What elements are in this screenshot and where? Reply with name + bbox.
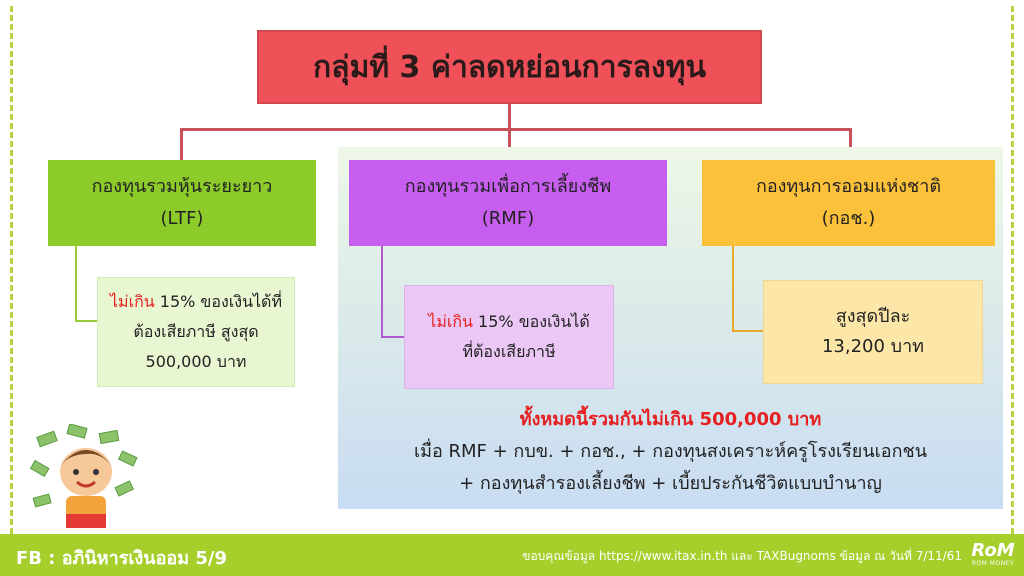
shared-limit-note: ทั้งหมดนี้รวมกันไม่เกิน 500,000 บาท เมื่… [338,404,1003,506]
ltf-limit-rest: 15% ของเงินได้ที่ [154,292,282,311]
rmf-detail-connector-h [381,336,404,338]
connector-ltf [180,128,183,160]
rmf-header: กองทุนรวมเพื่อการเลี้ยงชีพ (RMF) [349,160,667,246]
footer-page-label: FB : อภินิหารเงินออม 5/9 [16,548,227,569]
mascot-hair [60,450,112,466]
rmf-detail-line1: ไม่เกิน 15% ของเงินได้ [428,307,589,337]
flying-banknotes-icon [30,424,138,508]
rmf-detail-connector-v [381,246,383,338]
diagram-title: กลุ่มที่ 3 ค่าลดหย่อนการลงทุน [257,30,762,104]
gor-detail: สูงสุดปีละ 13,200 บาท [763,280,983,384]
rmf-limit-rest: 15% ของเงินได้ [472,312,590,331]
rmf-header-name: กองทุนรวมเพื่อการเลี้ยงชีพ [404,176,612,197]
gor-header-name: กองทุนการออมแห่งชาติ [755,176,942,197]
ltf-detail-connector-v [75,246,77,322]
ltf-header: กองทุนรวมหุ้นระยะยาว (LTF) [48,160,316,246]
brand-logo: RoM ROM MONEY [970,538,1016,572]
mascot-face [60,448,112,496]
connector-rmf [508,128,511,160]
connector-trunk [508,104,511,130]
footer-credit: ขอบคุณข้อมูล https://www.itax.in.th และ … [522,549,962,563]
rmf-header-abbr: (RMF) [481,208,535,229]
brand-logo-mark: RoM [971,540,1015,561]
rmf-detail-line2: ที่ต้องเสียภาษี [462,342,556,361]
ltf-header-abbr: (LTF) [160,208,204,229]
footer-bar: FB : อภินิหารเงินออม 5/9 ขอบคุณข้อมูล ht… [0,534,1024,576]
rmf-detail: ไม่เกิน 15% ของเงินได้ ที่ต้องเสียภาษี [404,285,614,389]
ltf-detail-connector-h [75,320,97,322]
rmf-limit-word: ไม่เกิน [428,312,473,331]
gor-header-abbr: (กอช.) [821,208,876,229]
shared-limit-line3: + กองทุนสำรองเลี้ยงชีพ + เบี้ยประกันชีวิ… [459,473,882,494]
gor-detail-line1: สูงสุดปีละ [835,306,911,327]
ltf-detail-line3: 500,000 บาท [145,352,247,371]
shared-limit-line2: เมื่อ RMF + กบข. + กอช., + กองทุนสงเคราะ… [413,441,928,462]
brand-logo-sub: ROM MONEY [971,560,1015,567]
ltf-detail: ไม่เกิน 15% ของเงินได้ที่ ต้องเสียภาษี ส… [97,277,295,387]
connector-bar [180,128,852,131]
page-border [10,6,1014,534]
gor-detail-connector-h [732,330,763,332]
shared-limit-headline: ทั้งหมดนี้รวมกันไม่เกิน 500,000 บาท [519,409,822,430]
mascot-money-illustration [30,424,138,528]
gor-header: กองทุนการออมแห่งชาติ (กอช.) [702,160,995,246]
diagram-title-text: กลุ่มที่ 3 ค่าลดหย่อนการลงทุน [313,49,706,85]
ltf-header-name: กองทุนรวมหุ้นระยะยาว [91,176,273,197]
ltf-detail-line2: ต้องเสียภาษี สูงสุด [133,322,259,341]
gor-detail-connector-v [732,246,734,332]
mascot-body [66,496,106,518]
ltf-detail-line1: ไม่เกิน 15% ของเงินได้ที่ [110,287,282,317]
ltf-limit-word: ไม่เกิน [110,292,155,311]
gor-detail-line2: 13,200 บาท [821,336,925,357]
connector-gor [849,128,852,160]
